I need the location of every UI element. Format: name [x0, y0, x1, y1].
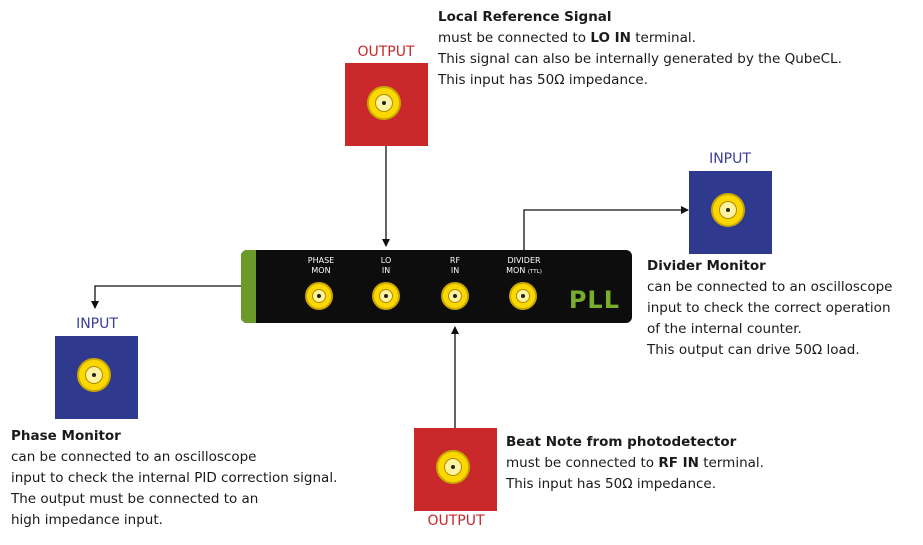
lo-in-port-icon[interactable]: [372, 282, 400, 310]
pll-brand-text: PLL: [568, 286, 620, 314]
phase-mon-port-icon[interactable]: [305, 282, 333, 310]
phase-input-device: [55, 336, 138, 419]
wire-divider-mon-to-input: [523, 206, 689, 250]
divider-description: Divider Monitor can be connected to an o…: [647, 256, 892, 361]
phase-title: Phase Monitor: [11, 428, 121, 444]
divider-line3: of the internal counter.: [647, 321, 802, 337]
beat-connector-icon[interactable]: [436, 450, 470, 484]
beat-role-label: OUTPUT: [427, 513, 485, 529]
phase-line2: input to check the internal PID correcti…: [11, 470, 338, 486]
beat-description: Beat Note from photodetector must be con…: [506, 432, 764, 495]
local-ref-line3: This input has 50Ω impedance.: [438, 72, 649, 88]
local-ref-title: Local Reference Signal: [438, 9, 612, 25]
rf-in-port-icon[interactable]: [441, 282, 469, 310]
divider-role-label: INPUT: [709, 151, 751, 167]
beat-line2: This input has 50Ω impedance.: [506, 476, 717, 492]
phase-line3: The output must be connected to an: [11, 491, 259, 507]
divider-line4: This output can drive 50Ω load.: [647, 342, 860, 358]
divider-line1: can be connected to an oscilloscope: [647, 279, 893, 295]
beat-line1: must be connected to RF IN terminal.: [506, 455, 764, 471]
phase-line4: high impedance input.: [11, 512, 163, 528]
beat-output-device: [414, 428, 497, 511]
phase-connector-icon[interactable]: [77, 358, 111, 392]
local-ref-description: Local Reference Signal must be connected…: [438, 7, 842, 91]
divider-mon-port-icon[interactable]: [509, 282, 537, 310]
phase-role-label: INPUT: [76, 316, 118, 332]
local-ref-output-device: [345, 63, 428, 146]
phase-line1: can be connected to an oscilloscope: [11, 449, 257, 465]
beat-title: Beat Note from photodetector: [506, 434, 737, 450]
divider-connector-icon[interactable]: [711, 193, 745, 227]
local-ref-role-label: OUTPUT: [357, 44, 415, 60]
pll-accent-strip: [241, 250, 256, 323]
local-ref-connector-icon[interactable]: [367, 86, 401, 120]
divider-title: Divider Monitor: [647, 258, 766, 274]
local-ref-line2: This signal can also be internally gener…: [438, 51, 842, 67]
wire-phase-mon-to-input: [91, 285, 241, 309]
local-ref-line1: must be connected to LO IN terminal.: [438, 30, 696, 46]
divider-line2: input to check the correct operation: [647, 300, 891, 316]
phase-description: Phase Monitor can be connected to an osc…: [11, 426, 337, 531]
divider-input-device: [689, 171, 772, 254]
